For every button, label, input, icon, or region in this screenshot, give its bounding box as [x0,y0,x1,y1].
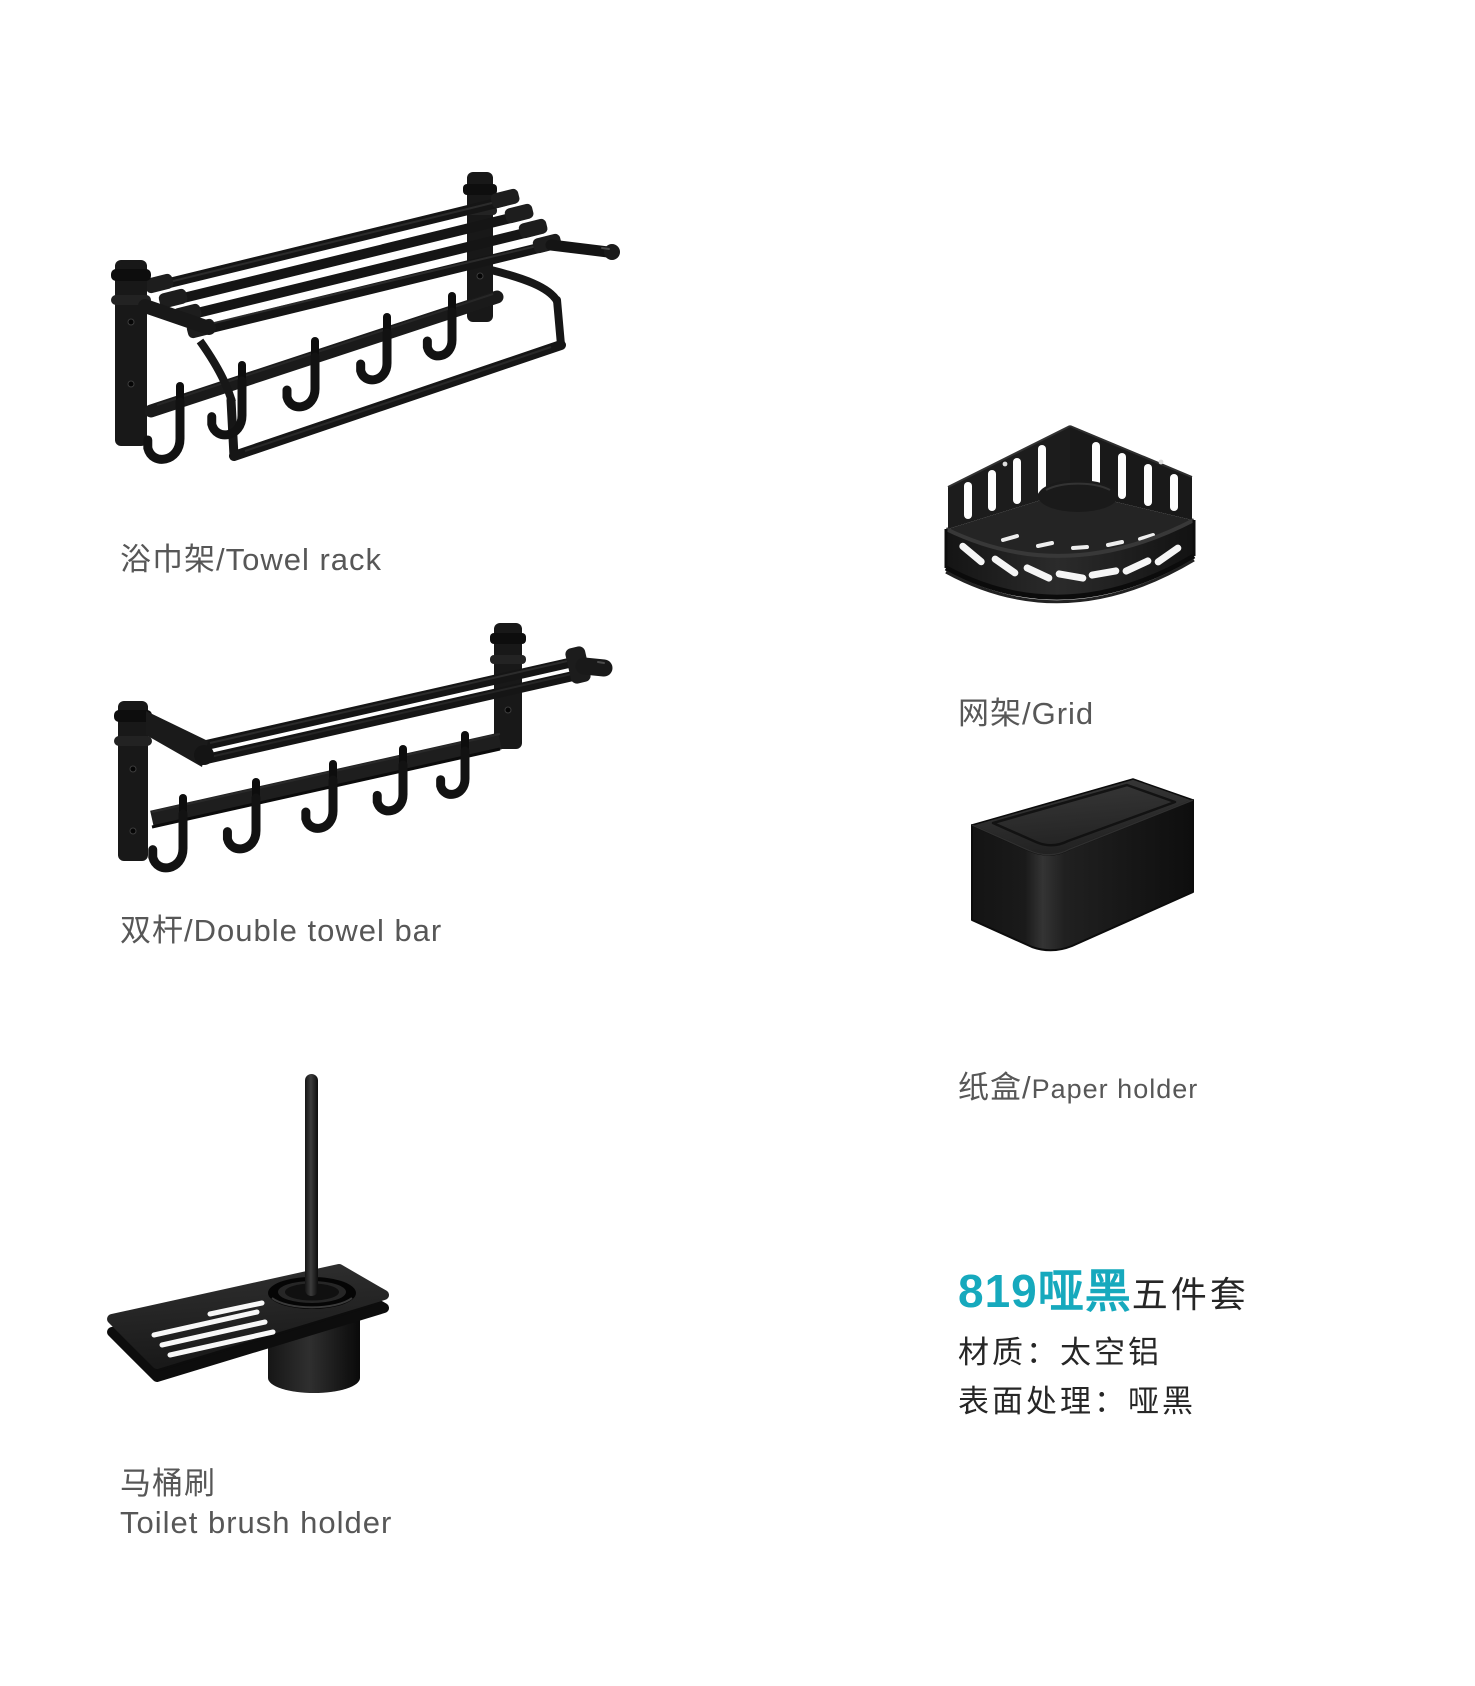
corner-grid-image [944,425,1196,604]
paper-holder-label: 纸盒/Paper holder [958,1062,1198,1107]
toilet-brush-label: 马桶刷 Toilet brush holder [120,1464,392,1542]
double-towel-bar-label: 双杆/Double towel bar [120,913,443,948]
paper-holder-product [880,722,1200,962]
wall-plate [111,260,151,446]
material-line: 材质：太空铝 [958,1334,1162,1370]
double-towel-bar-product [90,583,720,873]
towel-rack-image [111,172,620,464]
corner-grid-label: 网架/Grid [958,696,1095,731]
toilet-brush-label-zh: 马桶刷 [120,1466,216,1501]
paper-holder-label-en: Paper holder [1031,1074,1199,1104]
paper-holder-label-zh: 纸盒/ [958,1070,1032,1105]
towel-rack-product [105,148,805,488]
toilet-brush-product [92,1002,452,1422]
model-name: 819哑黑 [958,1265,1132,1317]
shelf-slots [151,1300,276,1358]
hooks [143,307,457,464]
wall-plate [114,701,152,861]
paper-holder-image [971,778,1194,952]
toilet-brush-label-en: Toilet brush holder [120,1505,393,1540]
toilet-brush-image [107,1074,389,1393]
double-towel-bar-image [114,623,613,873]
set-label: 五件套 [1131,1274,1249,1315]
brush-handle [305,1074,318,1296]
hooks [148,746,470,873]
surface-line: 表面处理：哑黑 [958,1384,1196,1420]
product-title: 819哑黑五件套 [958,1265,1249,1318]
corner-grid-product [860,392,1220,610]
towel-rack-label: 浴巾架/Towel rack [120,542,383,577]
product-info: 819哑黑五件套 材质：太空铝 表面处理：哑黑 [958,1265,1249,1423]
